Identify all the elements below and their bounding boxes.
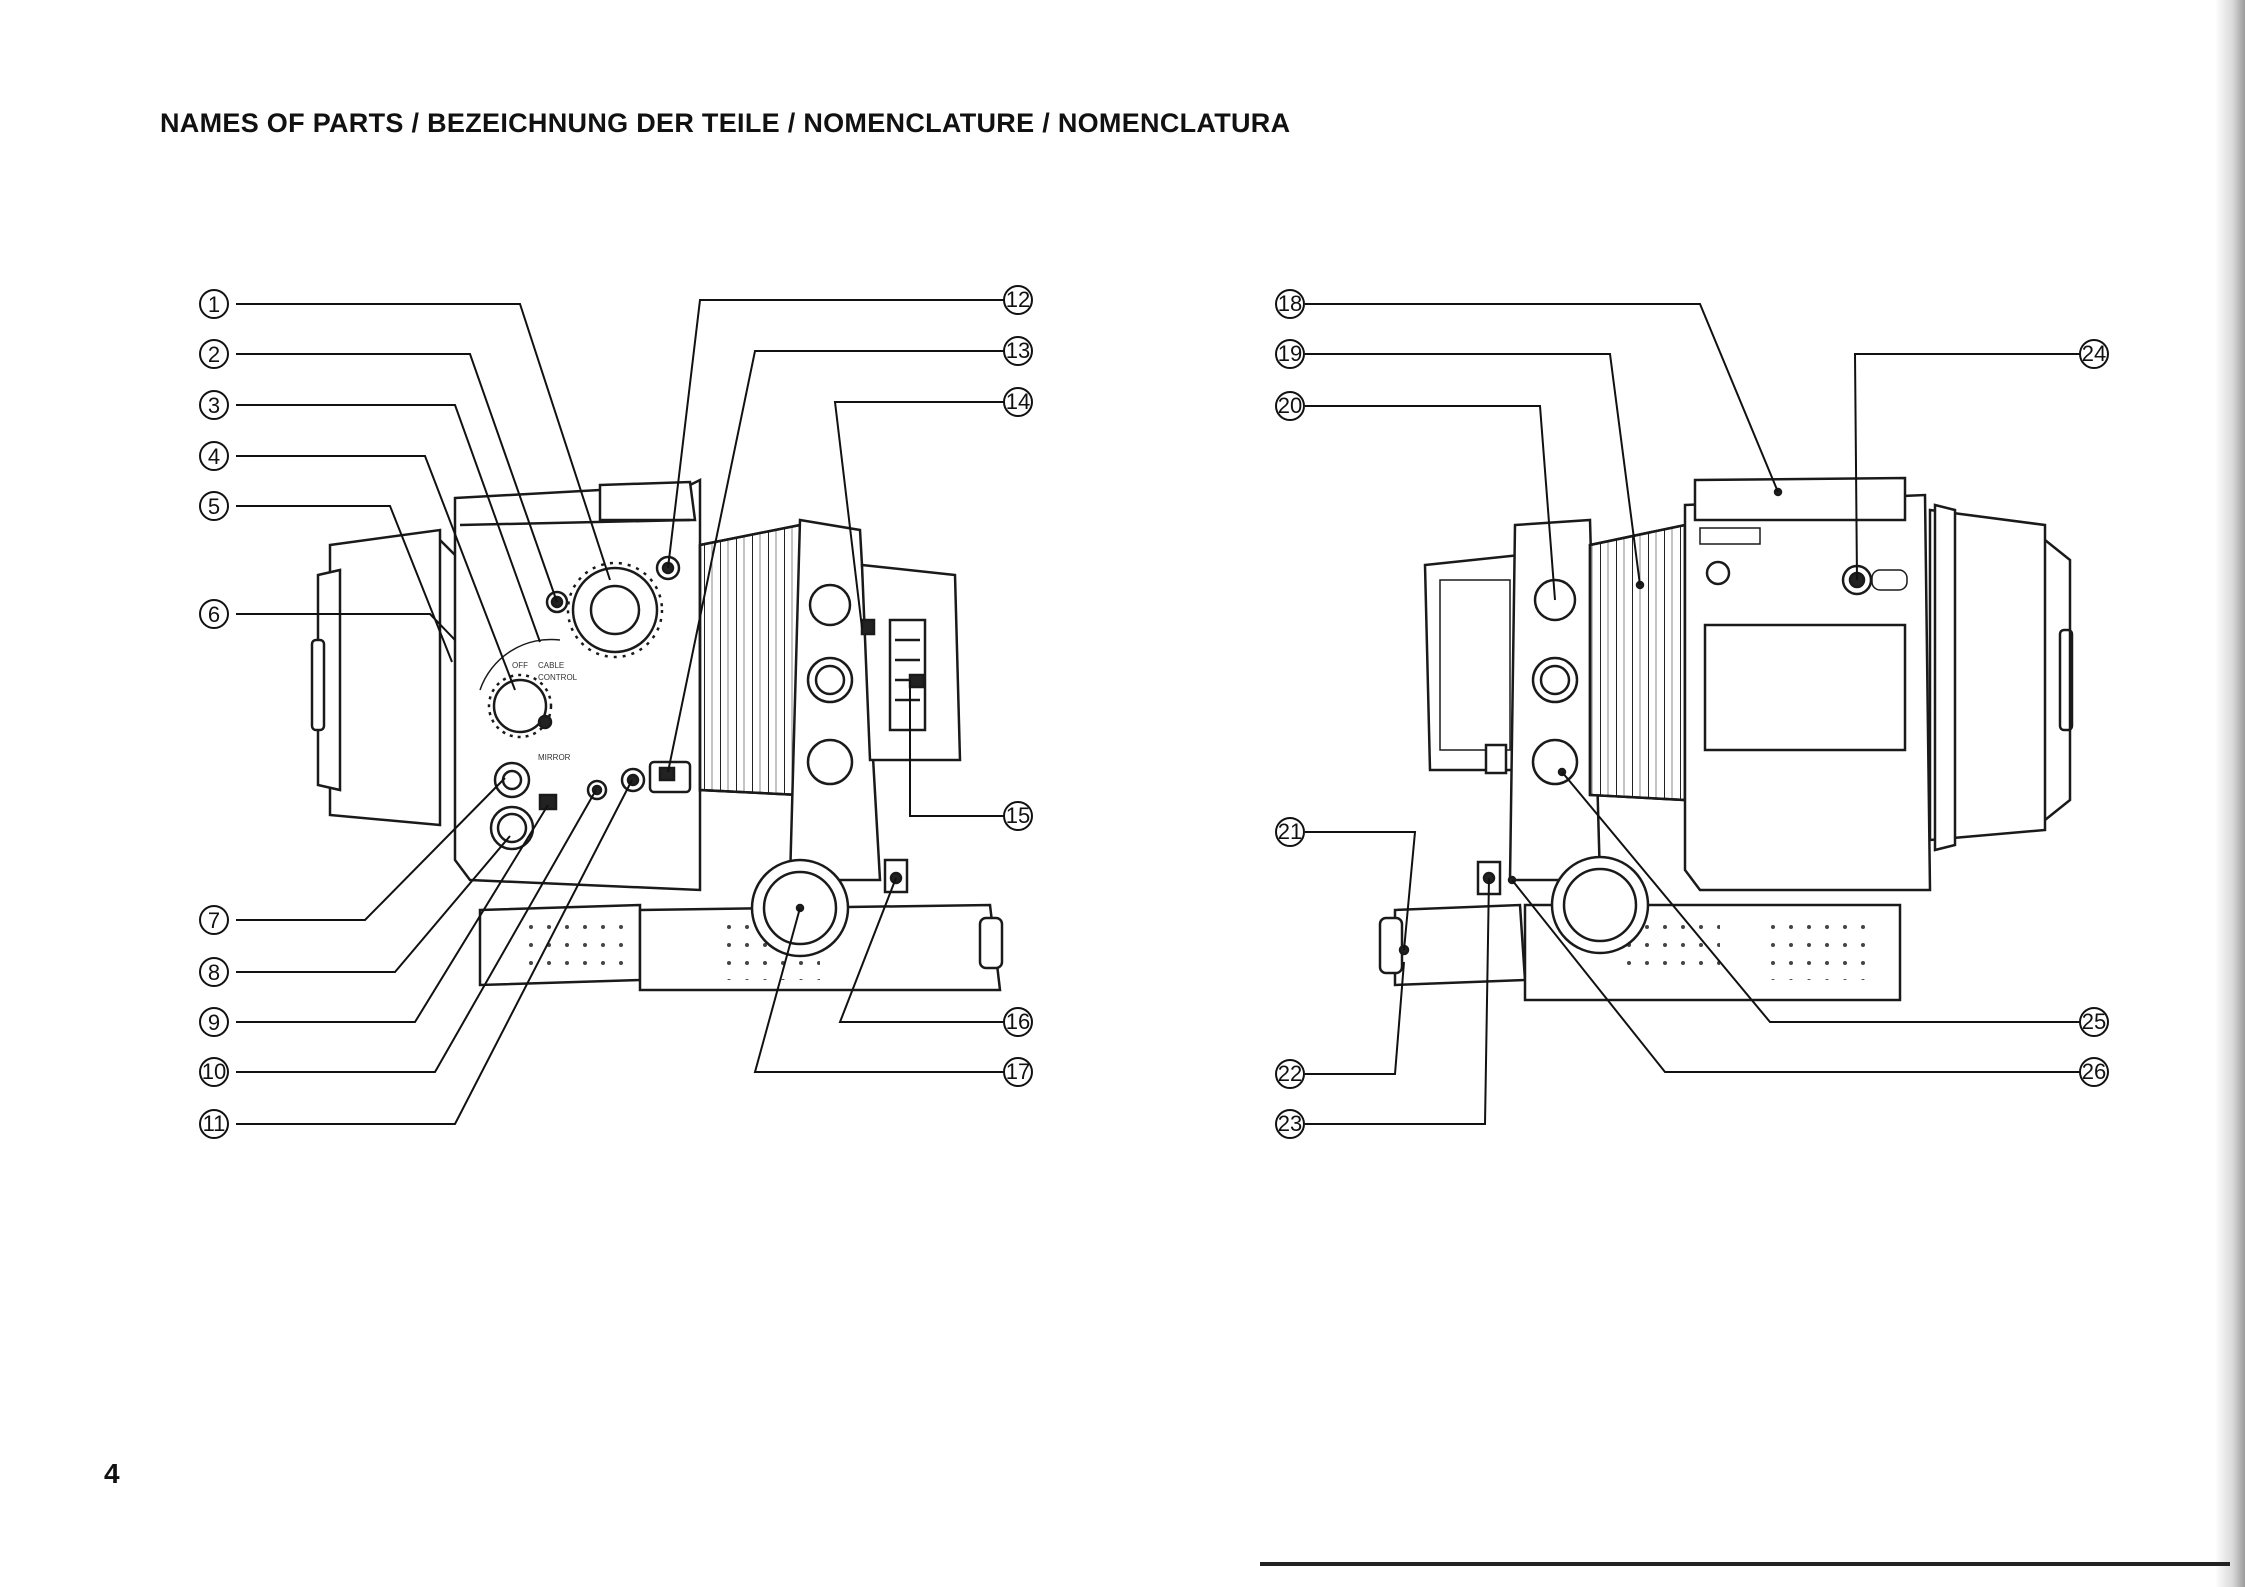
callout-label: 22 <box>1278 1061 1302 1086</box>
callout-9: 9 <box>200 1008 228 1036</box>
camera-left-view <box>312 480 1002 990</box>
callout-26: 26 <box>2080 1058 2108 1086</box>
camera-right-view <box>1380 478 2072 1000</box>
callout-24: 24 <box>2080 340 2108 368</box>
callout-label: 11 <box>203 1111 226 1136</box>
label-cable: CABLE <box>538 661 564 670</box>
callout-23: 23 <box>1276 1110 1304 1138</box>
callout-20: 20 <box>1276 392 1304 420</box>
callout-13: 13 <box>1004 337 1032 365</box>
callout-label: 16 <box>1006 1009 1030 1034</box>
callout-label: 4 <box>208 444 220 469</box>
callout-3: 3 <box>200 391 228 419</box>
bottom-edge-line <box>1260 1562 2230 1566</box>
callout-label: 21 <box>1278 819 1302 844</box>
callout-21: 21 <box>1276 818 1304 846</box>
callout-label: 7 <box>208 908 220 933</box>
callout-19: 19 <box>1276 340 1304 368</box>
callout-label: 23 <box>1278 1111 1302 1136</box>
callout-label: 25 <box>2082 1009 2106 1034</box>
callout-label: 3 <box>208 393 220 418</box>
label-control: CONTROL <box>538 673 578 682</box>
callout-4: 4 <box>200 442 228 470</box>
callout-15: 15 <box>1004 802 1032 830</box>
callout-label: 6 <box>208 602 220 627</box>
callout-17: 17 <box>1004 1058 1032 1086</box>
callout-7: 7 <box>200 906 228 934</box>
callout-5: 5 <box>200 492 228 520</box>
callout-label: 9 <box>208 1010 220 1035</box>
callout-25: 25 <box>2080 1008 2108 1036</box>
callout-8: 8 <box>200 958 228 986</box>
callout-12: 12 <box>1004 286 1032 314</box>
callout-18: 18 <box>1276 290 1304 318</box>
callout-label: 26 <box>2082 1059 2106 1084</box>
callout-label: 13 <box>1006 338 1030 363</box>
page-number: 4 <box>104 1458 120 1490</box>
callout-label: 8 <box>208 960 220 985</box>
callout-label: 10 <box>202 1059 226 1084</box>
callout-label: 19 <box>1278 341 1302 366</box>
callout-10: 10 <box>200 1058 228 1086</box>
callout-label: 14 <box>1006 389 1030 414</box>
page-edge-shadow <box>2215 0 2245 1587</box>
callout-16: 16 <box>1004 1008 1032 1036</box>
callout-label: 20 <box>1278 393 1302 418</box>
callout-label: 12 <box>1006 287 1030 312</box>
callout-label: 5 <box>208 494 220 519</box>
callout-label: 18 <box>1278 291 1302 316</box>
callout-label: 17 <box>1006 1059 1030 1084</box>
label-mirror: MIRROR <box>538 753 571 762</box>
callout-1: 1 <box>200 290 228 318</box>
callout-label: 2 <box>208 342 220 367</box>
callout-label: 15 <box>1006 803 1030 828</box>
callout-2: 2 <box>200 340 228 368</box>
callout-22: 22 <box>1276 1060 1304 1088</box>
callout-14: 14 <box>1004 388 1032 416</box>
callout-label: 24 <box>2082 341 2106 366</box>
callout-11: 11 <box>200 1110 228 1138</box>
callout-6: 6 <box>200 600 228 628</box>
label-off: OFF <box>512 661 528 670</box>
callout-label: 1 <box>208 292 220 317</box>
